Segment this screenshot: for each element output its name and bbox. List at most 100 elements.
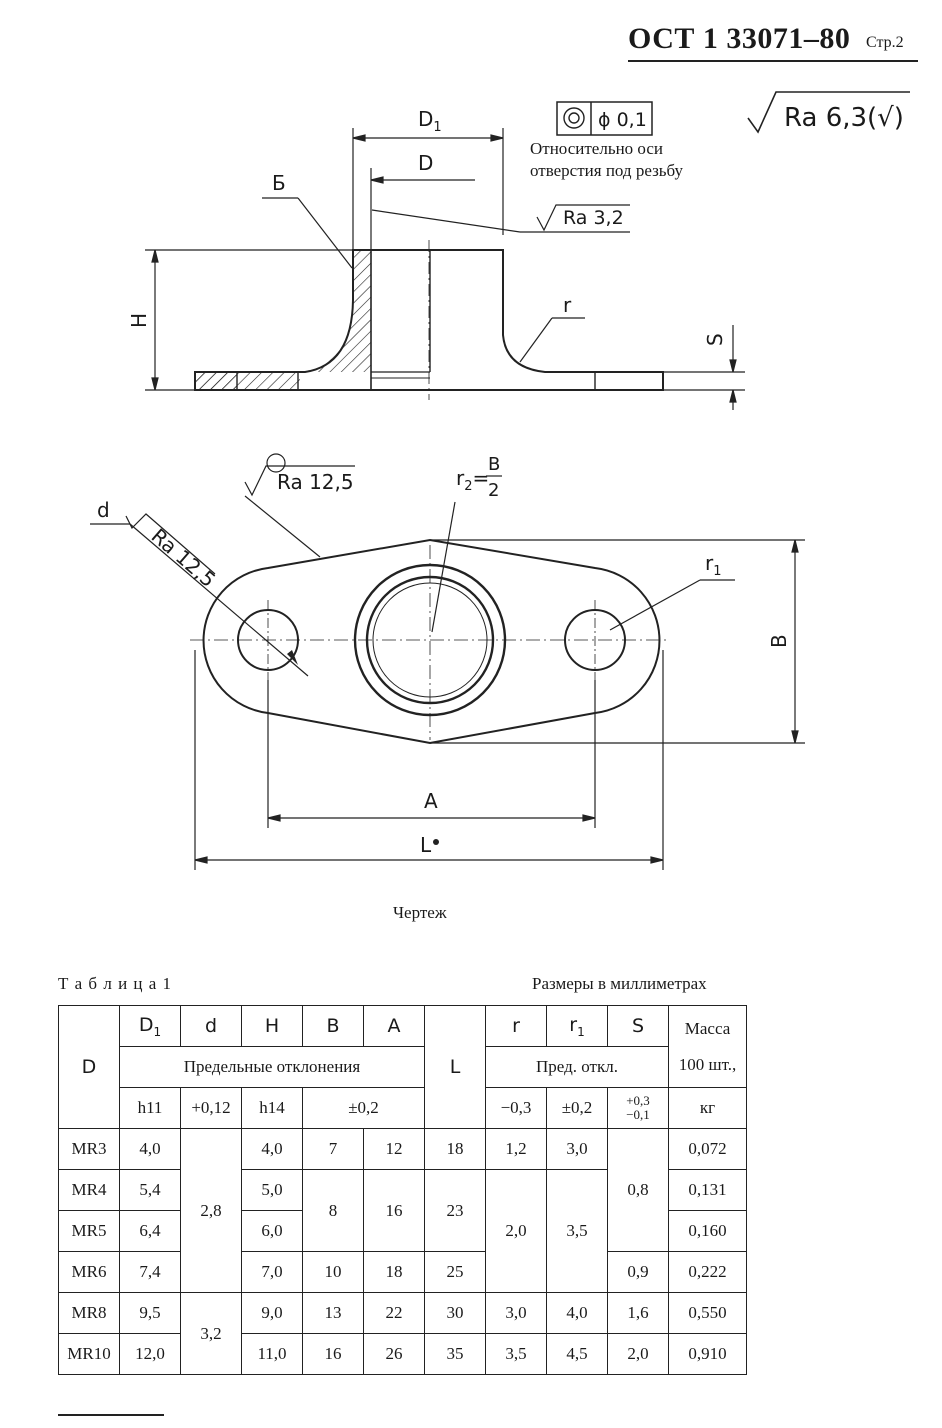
col-B-header: B (302, 1005, 364, 1047)
cell-r1: 3,5 (546, 1169, 608, 1293)
cell-D: MR4 (58, 1169, 120, 1211)
tolerance-note-line1: Относительно оси (530, 139, 663, 158)
cell-mass: 0,550 (668, 1292, 747, 1334)
label-D: D (418, 151, 433, 175)
col-S-header: S (607, 1005, 669, 1047)
table-row: MR5 6,4 6,0 0,160 (58, 1210, 747, 1252)
cell-L: 23 (424, 1169, 486, 1252)
cell-B: 8 (302, 1169, 364, 1252)
bore-roughness-leader (371, 204, 630, 233)
cell-D1: 5,4 (119, 1169, 181, 1211)
col-D1-header: D1 (119, 1005, 181, 1047)
dimension-D1 (352, 128, 504, 250)
cell-D: MR8 (58, 1292, 120, 1334)
cell-mass: 0,222 (668, 1251, 747, 1293)
label-r: r (563, 293, 572, 317)
cell-A: 26 (363, 1333, 425, 1375)
label-r2-denominator: 2 (488, 480, 499, 501)
cell-r: 3,5 (485, 1333, 547, 1375)
label-r2-numerator: B (488, 454, 500, 475)
cell-A: 18 (363, 1251, 425, 1293)
table-row: MR4 5,4 5,0 8 16 23 2,0 3,5 0,131 (58, 1169, 747, 1293)
col-H-header: H (241, 1005, 303, 1047)
col-r1-header: r1 (546, 1005, 608, 1047)
drawing-caption: Чертеж (393, 903, 447, 922)
label-d: d (97, 498, 110, 522)
cell-B: 13 (302, 1292, 364, 1334)
cell-D: MR6 (58, 1251, 120, 1293)
page-number: Стр.2 (866, 34, 904, 51)
technical-drawing: Ra 6,3(√) ϕ 0,1 Относительно оси отверст… (90, 91, 910, 922)
cell-r1: 3,0 (546, 1128, 608, 1170)
cell-S: 2,0 (607, 1333, 669, 1375)
concentricity-icon (563, 107, 585, 129)
cell-d: 3,2 (180, 1292, 242, 1375)
cell-mass: 0,131 (668, 1169, 747, 1211)
tolerance-frame: ϕ 0,1 (556, 101, 653, 136)
general-roughness-label: Ra 6,3(√) (784, 103, 904, 133)
dimension-L (194, 650, 664, 870)
col-d-header: d (180, 1005, 242, 1047)
tol-r: −0,3 (485, 1087, 547, 1129)
col-r-header: r (485, 1005, 547, 1047)
label-r1: r1 (705, 551, 722, 579)
cell-H: 7,0 (241, 1251, 303, 1293)
document-code: ОСТ 1 33071–80 (628, 22, 851, 55)
cell-B: 7 (302, 1128, 364, 1170)
cell-mass: 0,160 (668, 1210, 747, 1252)
cell-mass: 0,910 (668, 1333, 747, 1375)
cell-D: MR3 (58, 1128, 120, 1170)
cell-D: MR10 (58, 1333, 120, 1375)
side-view-section (194, 240, 664, 400)
cell-S: 0,8 (607, 1128, 669, 1252)
section-label-B: Б (272, 171, 286, 195)
dimension-S (663, 325, 745, 410)
cell-L: 35 (424, 1333, 486, 1375)
footnote-rule (58, 1414, 164, 1416)
col-L-header: L (424, 1005, 486, 1129)
col-D-header: D (58, 1005, 120, 1129)
cell-r: 2,0 (485, 1169, 547, 1293)
table-row: MR3 4,0 2,8 4,0 7 12 18 1,2 3,0 0,8 0,07… (58, 1128, 747, 1293)
cell-H: 11,0 (241, 1333, 303, 1375)
cell-D: MR5 (58, 1210, 120, 1252)
cell-H: 5,0 (241, 1169, 303, 1211)
header-underline (628, 60, 918, 62)
cell-S: 1,6 (607, 1292, 669, 1334)
label-D1: D1 (418, 107, 442, 135)
hole-roughness-label: Ra 12,5 (147, 524, 221, 592)
deviations-short-header: Пред. откл. (485, 1046, 669, 1088)
label-A: A (424, 789, 438, 813)
tolerance-value: ϕ 0,1 (598, 109, 647, 131)
tol-d: +0,12 (180, 1087, 242, 1129)
dimension-D (370, 168, 475, 250)
label-H: H (127, 313, 151, 328)
label-B: B (767, 634, 791, 648)
tol-D1: h11 (119, 1087, 181, 1129)
tol-r1: ±0,2 (546, 1087, 608, 1129)
cell-L: 30 (424, 1292, 486, 1334)
cell-r: 3,0 (485, 1292, 547, 1334)
bore-roughness-label: Ra 3,2 (563, 207, 624, 229)
table-row: MR8 9,5 3,2 9,0 13 22 30 3,0 4,0 1,6 0,5… (58, 1292, 747, 1375)
table-row: MR6 7,4 7,0 10 18 25 0,9 0,222 (58, 1251, 747, 1293)
cell-H: 6,0 (241, 1210, 303, 1252)
cell-L: 18 (424, 1128, 486, 1170)
tolerance-note-line2: отверстия под резьбу (530, 161, 684, 180)
cell-D1: 7,4 (119, 1251, 181, 1293)
col-A-header: A (363, 1005, 425, 1047)
cell-D1: 12,0 (119, 1333, 181, 1375)
deviations-header: Предельные отклонения (119, 1046, 425, 1088)
tol-S: +0,3−0,1 (607, 1087, 669, 1129)
cell-r: 1,2 (485, 1128, 547, 1170)
dimension-H (145, 249, 353, 391)
cell-B: 10 (302, 1251, 364, 1293)
table-units: Размеры в миллиметрах (532, 974, 707, 993)
cell-H: 4,0 (241, 1128, 303, 1170)
cell-A: 16 (363, 1169, 425, 1252)
cell-D1: 9,5 (119, 1292, 181, 1334)
dimension-B (430, 539, 805, 744)
cell-r1: 4,5 (546, 1333, 608, 1375)
